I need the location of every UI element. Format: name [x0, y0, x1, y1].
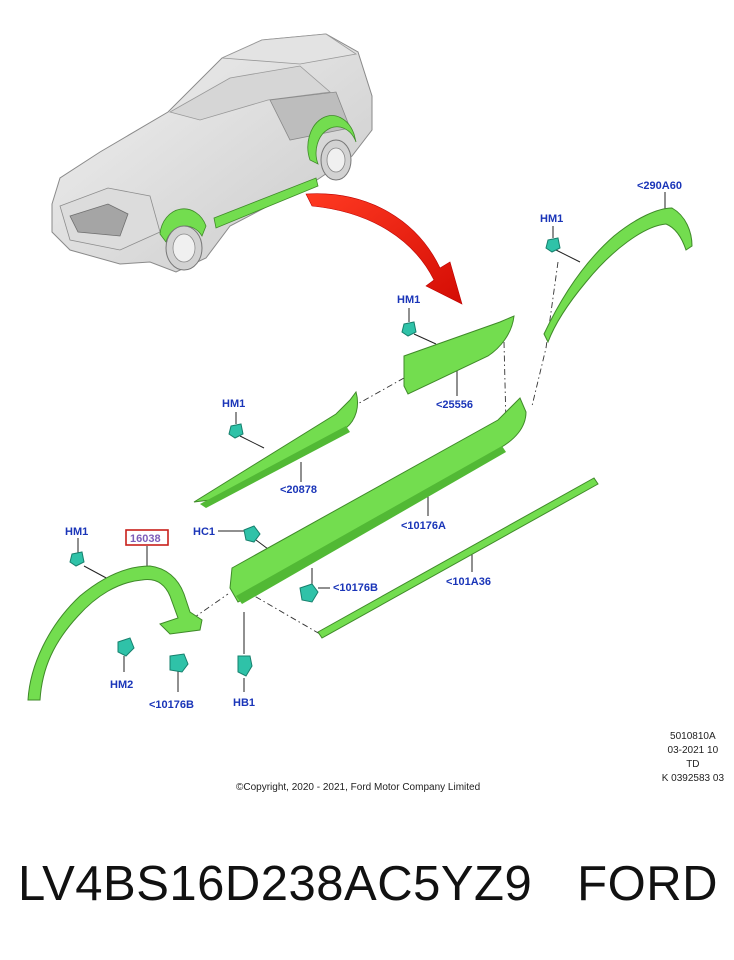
front-wheel-arch-molding — [27, 565, 203, 701]
callout-hb1: HB1 — [233, 697, 255, 709]
callout-hm1-bottom-left: HM1 — [65, 526, 88, 538]
callout-hm1-mid: HM1 — [397, 294, 420, 306]
callout-labels: HM1 <290A60 HM1 <25556 HM1 <20878 <10176… — [65, 180, 682, 711]
clip-hm1-top — [545, 237, 561, 253]
callout-290a60: <290A60 — [637, 180, 682, 192]
green-parts — [27, 207, 693, 701]
clip-hm1-bottom-left — [69, 551, 85, 567]
highlight-box — [125, 529, 169, 546]
drawing-code: TD — [686, 759, 700, 770]
clip-hm2 — [117, 637, 135, 657]
drawing-date: 03-2021 10 — [667, 745, 719, 756]
callout-25556: <25556 — [436, 399, 473, 411]
leader-lines — [77, 192, 666, 692]
callout-hc1: HC1 — [193, 526, 215, 538]
callout-20878: <20878 — [280, 484, 317, 496]
part-number: LV4BS16D238AC5YZ9 — [18, 857, 533, 911]
callout-hm1-top-right: HM1 — [540, 213, 563, 225]
clip-hc1 — [243, 525, 261, 543]
vehicle-illustration — [51, 33, 373, 273]
clip-10176b-right — [299, 583, 319, 603]
callout-10176b-left: <10176B — [149, 699, 194, 711]
drawing-reference: K 0392583 03 — [661, 773, 724, 784]
footer-caption: LV4BS16D238AC5YZ9 FORD — [18, 856, 718, 912]
clip-hm1-left — [228, 423, 244, 439]
clip-hm1-mid — [401, 321, 417, 337]
callout-hm1-left: HM1 — [222, 398, 245, 410]
clip-10176b-left — [169, 653, 189, 673]
exploded-parts-diagram: HM1 <290A60 HM1 <25556 HM1 <20878 <10176… — [27, 33, 693, 711]
direction-arrow — [305, 193, 463, 305]
callout-hm2: HM2 — [110, 679, 133, 691]
brand-name: FORD — [577, 857, 718, 911]
copyright-notice: ©Copyright, 2020 - 2021, Ford Motor Comp… — [236, 782, 481, 793]
front-door-molding — [193, 390, 359, 503]
callout-101a36: <101A36 — [446, 576, 491, 588]
clips — [69, 237, 561, 677]
rocker-panel-molding — [229, 397, 527, 603]
drawing-reference-block: 5010810A 03-2021 10 TD K 0392583 03 — [662, 730, 724, 786]
rear-door-molding — [403, 315, 515, 395]
callout-10176a: <10176A — [401, 520, 446, 532]
drawing-number: 5010810A — [670, 731, 716, 742]
rear-wheel-arch-molding — [543, 207, 693, 344]
lower-sill-strip — [317, 477, 599, 639]
clip-hb1 — [237, 655, 253, 677]
callout-16038: 16038 — [130, 533, 161, 545]
callout-10176b-right: <10176B — [333, 582, 378, 594]
